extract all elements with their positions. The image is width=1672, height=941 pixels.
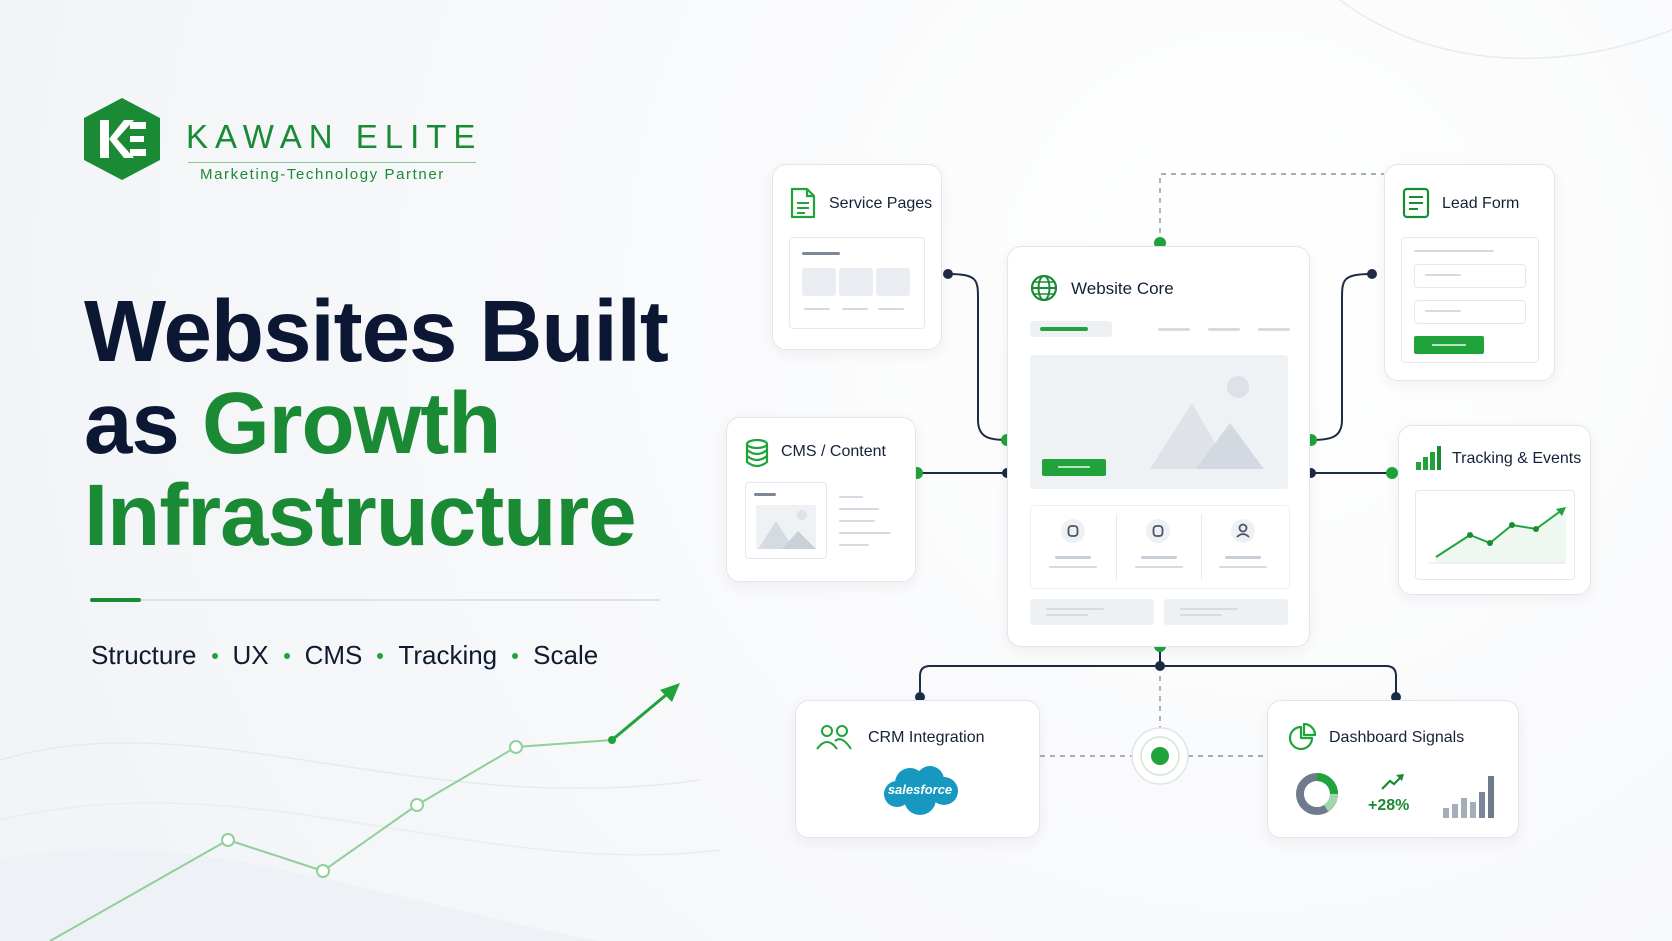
pillar-tracking: Tracking (398, 640, 498, 670)
website-core-card[interactable]: Website Core (1007, 246, 1310, 647)
form-icon (1402, 187, 1430, 219)
lead-form-preview (1401, 237, 1539, 363)
separator-dot (283, 652, 290, 659)
tracking-chart-preview (1415, 490, 1575, 580)
headline-divider (90, 599, 660, 601)
separator-dot (211, 652, 218, 659)
growth-percentage: +28% (1368, 797, 1410, 814)
cms-content-title: CMS / Content (781, 443, 886, 460)
document-icon (790, 187, 816, 219)
salesforce-logo: salesforce (880, 763, 960, 817)
form-field-placeholder (1414, 300, 1526, 324)
cms-content-card[interactable]: CMS / Content (726, 417, 916, 582)
crm-integration-card[interactable]: CRM Integration salesforce (795, 700, 1040, 838)
pillar-scale: Scale (533, 640, 599, 670)
globe-icon (1030, 274, 1058, 302)
user-icon (1231, 519, 1255, 543)
salesforce-cloud-icon (884, 766, 958, 815)
trend-up-icon (1381, 774, 1404, 790)
brand-tagline: Marketing-Technology Partner (200, 166, 445, 183)
salesforce-logo-text: salesforce (887, 782, 953, 797)
lead-form-title: Lead Form (1442, 195, 1520, 212)
database-icon (745, 438, 769, 468)
headline-line-2: as Growth (84, 378, 684, 470)
bar-chart-icon (1416, 446, 1441, 470)
signal-bars-icon (1443, 776, 1494, 818)
hero-cta-placeholder (1042, 459, 1106, 476)
separator-dot (512, 652, 519, 659)
image-placeholder-icon (1150, 376, 1264, 469)
footer-block (1030, 599, 1154, 625)
brand-rule (188, 162, 476, 163)
cms-image-preview (745, 482, 827, 559)
tracking-events-card[interactable]: Tracking & Events (1398, 425, 1591, 595)
headline-line-3: Infrastructure (84, 467, 637, 564)
tracking-line-chart-icon (1428, 507, 1566, 564)
pillar-structure: Structure (91, 640, 197, 670)
users-icon (816, 725, 852, 750)
website-core-title: Website Core (1071, 279, 1174, 298)
kawan-elite-logo-icon (84, 98, 160, 180)
crm-integration-title: CRM Integration (868, 729, 985, 746)
dashboard-signals-card[interactable]: Dashboard Signals +28% (1267, 700, 1519, 838)
pillar-ux: UX (232, 640, 269, 670)
lead-form-card[interactable]: Lead Form (1384, 164, 1555, 381)
divider-accent (90, 598, 141, 602)
hero-image-placeholder (1030, 355, 1288, 489)
feature-columns (1030, 505, 1290, 589)
headline-accent: Growth (201, 375, 501, 472)
separator-dot (377, 652, 384, 659)
pillars-list: Structure UX CMS Tracking Scale (91, 640, 598, 671)
pillar-cms: CMS (304, 640, 363, 670)
tracking-events-title: Tracking & Events (1452, 450, 1582, 467)
form-field-placeholder (1414, 264, 1526, 288)
headline-line-1: Websites Built (84, 283, 669, 380)
form-submit-placeholder (1414, 336, 1484, 354)
service-pages-preview (789, 237, 925, 329)
pie-chart-icon (1288, 723, 1316, 751)
dashboard-signals-title: Dashboard Signals (1329, 729, 1465, 746)
image-placeholder-icon (756, 505, 816, 549)
brand-name: KAWAN ELITE (186, 118, 483, 155)
headline: Websites Built as Growth Infrastructure (84, 286, 684, 562)
footer-block (1164, 599, 1288, 625)
feature-icon (1146, 519, 1170, 543)
feature-icon (1061, 519, 1085, 543)
headline-line-2-prefix: as (84, 375, 202, 472)
service-pages-title: Service Pages (829, 195, 933, 212)
donut-chart-icon (1296, 773, 1338, 815)
service-pages-card[interactable]: Service Pages (772, 164, 942, 350)
